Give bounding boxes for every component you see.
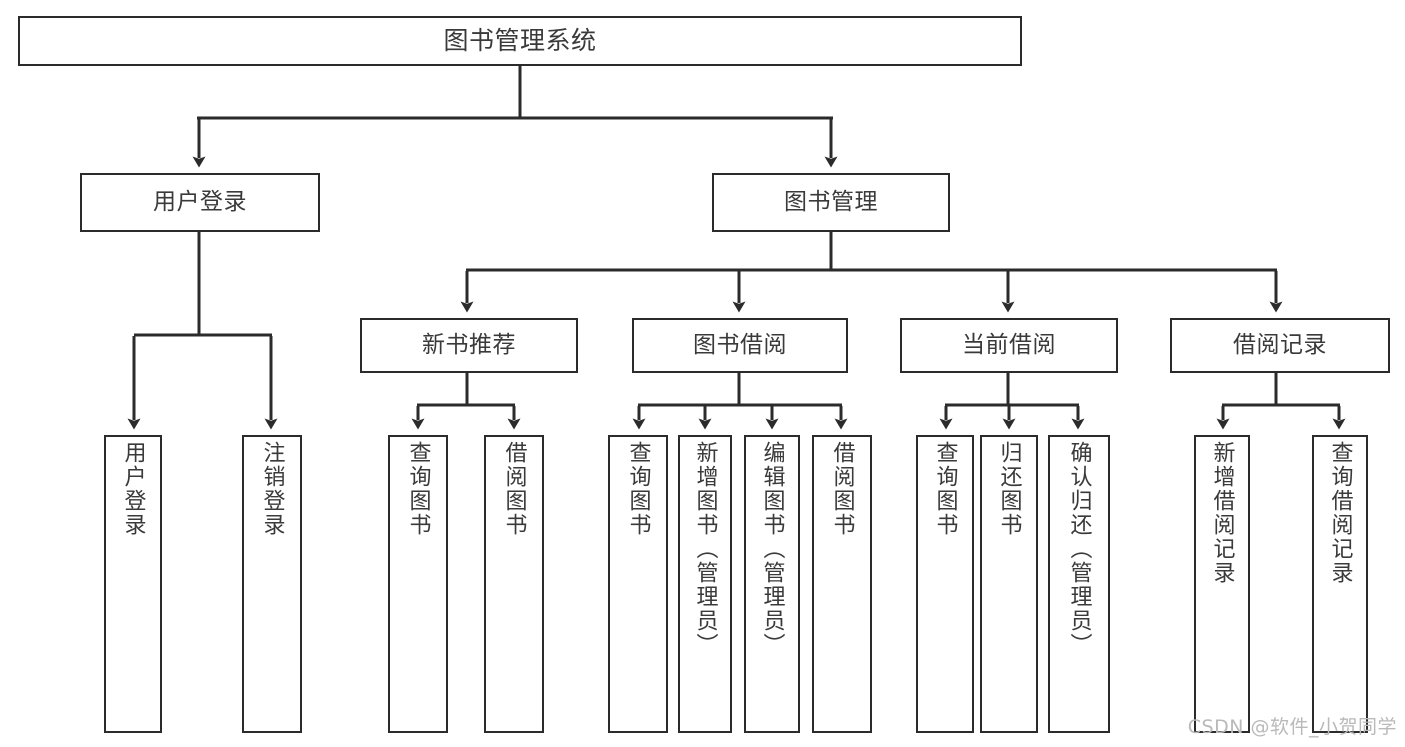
node-leaf-query-book-1[interactable]: 查询图书	[388, 435, 448, 733]
node-leaf-borrow-book-1-label: 借阅图书	[501, 441, 527, 537]
node-borrow-record-label: 借阅记录	[1233, 331, 1327, 358]
node-leaf-borrow-book-2[interactable]: 借阅图书	[812, 435, 872, 733]
node-leaf-return-book[interactable]: 归还图书	[980, 435, 1038, 733]
node-leaf-return-book-label: 归还图书	[996, 441, 1022, 537]
node-leaf-confirm-return[interactable]: 确认归还（管理员）	[1048, 435, 1110, 733]
node-leaf-logout-label: 注销登录	[259, 441, 285, 537]
node-user-login[interactable]: 用户登录	[80, 173, 320, 232]
node-leaf-add-record-label: 新增借阅记录	[1209, 441, 1235, 585]
node-leaf-query-book-3-label: 查询图书	[932, 441, 958, 537]
node-root[interactable]: 图书管理系统	[18, 16, 1022, 66]
node-book-borrow[interactable]: 图书借阅	[632, 318, 848, 373]
node-book-manage[interactable]: 图书管理	[712, 173, 950, 232]
node-leaf-user-login-label: 用户登录	[120, 441, 146, 537]
node-leaf-confirm-return-label: 确认归还（管理员）	[1066, 441, 1092, 657]
node-leaf-borrow-book-1[interactable]: 借阅图书	[484, 435, 544, 733]
node-leaf-query-book-1-label: 查询图书	[405, 441, 431, 537]
node-book-manage-label: 图书管理	[784, 188, 878, 215]
node-current-borrow[interactable]: 当前借阅	[900, 318, 1118, 373]
node-leaf-add-book[interactable]: 新增图书（管理员）	[678, 435, 732, 733]
node-leaf-query-book-2[interactable]: 查询图书	[608, 435, 668, 733]
node-root-label: 图书管理系统	[443, 26, 597, 55]
node-leaf-user-login[interactable]: 用户登录	[104, 435, 162, 733]
node-new-book-rec[interactable]: 新书推荐	[360, 318, 578, 373]
node-leaf-edit-book-label: 编辑图书（管理员）	[759, 441, 785, 657]
node-leaf-borrow-book-2-label: 借阅图书	[829, 441, 855, 537]
node-borrow-record[interactable]: 借阅记录	[1170, 318, 1390, 373]
node-leaf-logout[interactable]: 注销登录	[242, 435, 302, 733]
node-leaf-query-book-3[interactable]: 查询图书	[916, 435, 974, 733]
node-leaf-query-book-2-label: 查询图书	[625, 441, 651, 537]
node-leaf-edit-book[interactable]: 编辑图书（管理员）	[744, 435, 800, 733]
node-current-borrow-label: 当前借阅	[962, 331, 1056, 358]
node-leaf-query-record-label: 查询借阅记录	[1327, 441, 1353, 585]
node-book-borrow-label: 图书借阅	[693, 331, 787, 358]
node-leaf-query-record[interactable]: 查询借阅记录	[1312, 435, 1368, 733]
node-new-book-rec-label: 新书推荐	[422, 331, 516, 358]
node-leaf-add-book-label: 新增图书（管理员）	[692, 441, 718, 657]
node-leaf-add-record[interactable]: 新增借阅记录	[1194, 435, 1250, 733]
node-user-login-label: 用户登录	[153, 188, 247, 215]
